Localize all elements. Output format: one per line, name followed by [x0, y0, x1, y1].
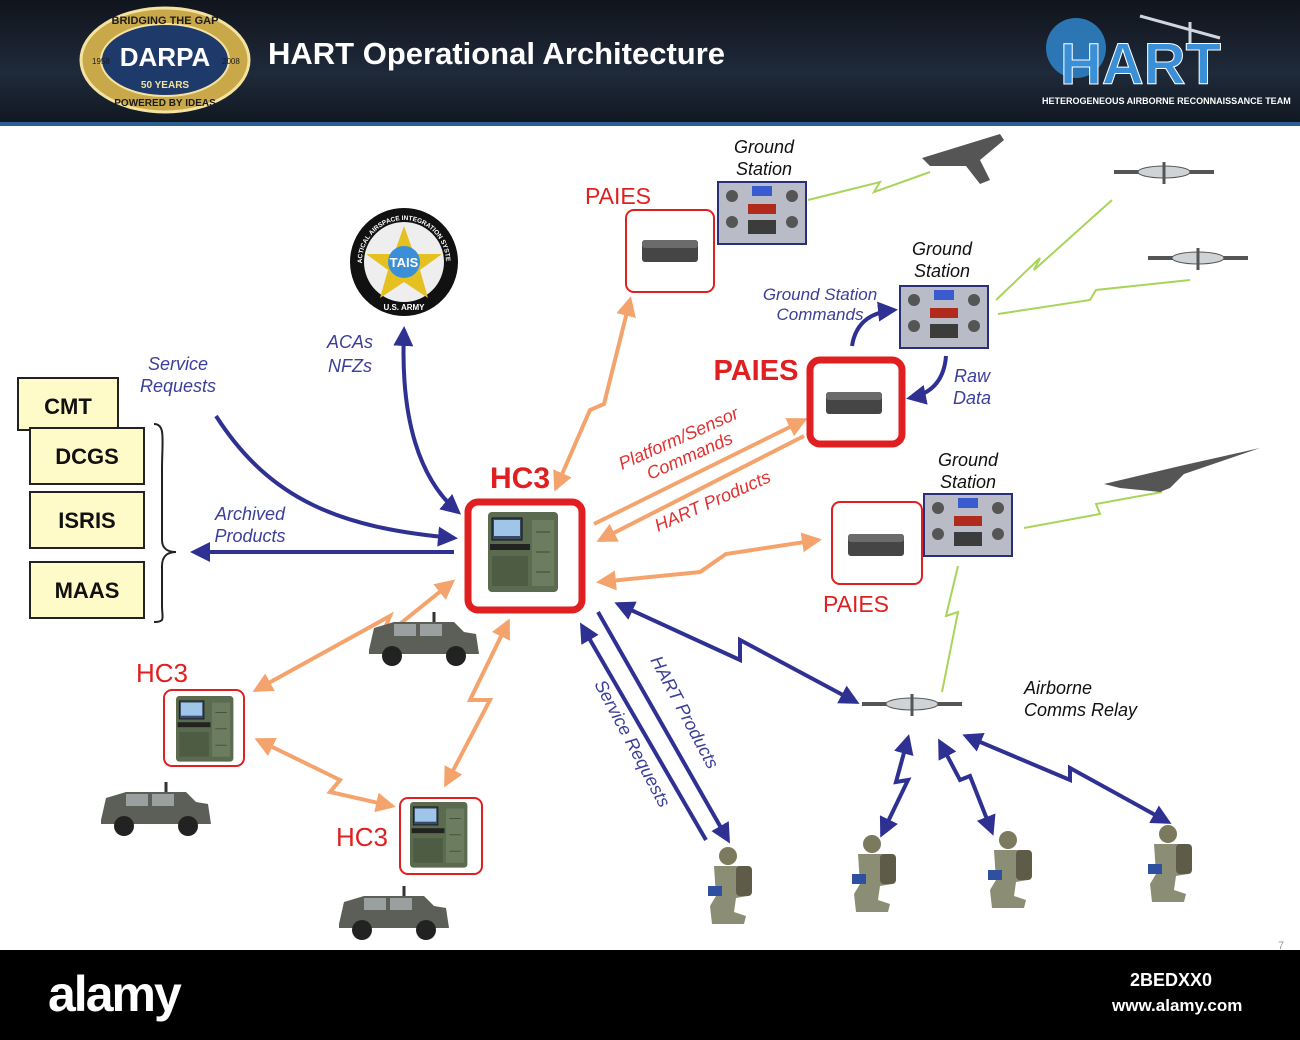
ground-station-icon — [923, 493, 1013, 557]
seal-year-left: 1958 — [92, 57, 110, 66]
blue-arrows — [190, 301, 1172, 844]
hart-products-upper-label: HART Products — [651, 467, 773, 536]
hc3-bottom-label: HC3 — [336, 822, 388, 852]
page-title: HART Operational Architecture — [268, 36, 726, 71]
hc3-left-node: HC3 — [136, 658, 245, 767]
seal-year-right: 2008 — [222, 57, 240, 66]
page-number: 7 — [1278, 940, 1285, 952]
green-datalinks — [807, 171, 1191, 693]
hc3-main-label: HC3 — [490, 462, 550, 495]
gs3-label-line2: Station — [940, 472, 996, 492]
hc3-bottom-node: HC3 — [336, 797, 483, 875]
airborne-relay-label-2: Comms Relay — [1024, 700, 1138, 720]
uav-silhouette-icon — [1139, 14, 1221, 46]
system-label: ISRIS — [58, 508, 115, 533]
gs-commands-label-2: Commands — [777, 305, 864, 324]
archived-products-label-1: Archived — [214, 504, 286, 524]
soldier-icon — [1148, 825, 1192, 902]
seal-years-text: 50 YEARS — [141, 80, 190, 91]
paies-top-label: PAIES — [585, 183, 651, 209]
system-isris: ISRIS — [29, 491, 145, 549]
ground-station-icon — [899, 285, 989, 349]
service-requests-lower-label: Service Requests — [590, 676, 674, 810]
hart-logo-text: HART — [1060, 32, 1221, 97]
paies-main-label: PAIES — [714, 355, 799, 387]
gs3-label-line1: Ground — [938, 450, 999, 470]
seal-bottom-text: POWERED BY IDEAS — [114, 98, 216, 109]
system-bracket — [153, 423, 177, 623]
hart-logo-subtitle: HETEROGENEOUS AIRBORNE RECONNAISSANCE TE… — [1042, 96, 1291, 106]
annotation-labels: Ground Station Ground Station Ground Sta… — [140, 137, 1138, 720]
gs-commands-label-1: Ground Station — [763, 285, 877, 304]
gs1-label-line2: Station — [736, 159, 792, 179]
uav-icon — [1112, 160, 1216, 186]
architecture-diagram: CMT DCGS ISRIS MAAS TAIS TACTICAL AIRSPA… — [0, 126, 1260, 942]
gs2-label-line2: Station — [914, 261, 970, 281]
raw-data-label-2: Data — [953, 388, 991, 408]
tais-ring-bottom: U.S. ARMY — [383, 303, 425, 312]
darpa-seal: BRIDGING THE GAP DARPA 1958 2008 50 YEAR… — [79, 6, 251, 114]
airborne-relay-label-1: Airborne — [1023, 678, 1092, 698]
uav-icon — [1104, 448, 1260, 492]
relay-uav-icon — [860, 692, 964, 718]
ground-station-icon — [717, 181, 807, 245]
service-requests-label-2: Requests — [140, 376, 216, 396]
soldier-icon — [988, 831, 1032, 908]
soldier-icon — [852, 835, 896, 912]
service-requests-label-1: Service — [148, 354, 208, 374]
paies-lower-node: PAIES — [823, 501, 923, 617]
seal-top-text: BRIDGING THE GAP — [112, 15, 219, 27]
alamy-url: www.alamy.com — [1112, 996, 1243, 1015]
humvee-icon — [337, 884, 451, 942]
uav-icon — [1146, 246, 1250, 272]
seal-center-text: DARPA — [120, 42, 211, 72]
system-list: CMT DCGS ISRIS MAAS — [17, 377, 177, 623]
tais-center-text: TAIS — [390, 255, 419, 270]
hc3-main-node: HC3 — [464, 462, 586, 614]
paies-lower-label: PAIES — [823, 591, 889, 617]
watermark-bar — [0, 950, 1300, 1040]
soldier-icon — [708, 847, 752, 924]
tais-seal: TAIS TACTICAL AIRSPACE INTEGRATION SYSTE… — [0, 126, 458, 316]
system-label: DCGS — [55, 444, 119, 469]
acas-label: ACAs — [326, 332, 373, 352]
system-dcgs: DCGS — [29, 427, 145, 485]
gs1-label-line1: Ground — [734, 137, 795, 157]
raw-data-label-1: Raw — [954, 366, 991, 386]
paies-main-node: PAIES — [714, 355, 906, 448]
gs2-label-line1: Ground — [912, 239, 973, 259]
humvee-icon — [99, 780, 213, 838]
hart-logo: HART HETEROGENEOUS AIRBORNE RECONNAISSAN… — [1042, 14, 1291, 106]
alamy-logo: alamy — [48, 966, 182, 1022]
paies-top-node: PAIES — [585, 183, 715, 293]
system-label: CMT — [44, 394, 92, 419]
nfzs-label: NFZs — [328, 356, 372, 376]
system-label: MAAS — [55, 578, 120, 603]
system-cmt: CMT — [17, 377, 119, 431]
hc3-left-label: HC3 — [136, 658, 188, 688]
image-id: 2BEDXX0 — [1130, 970, 1213, 990]
system-maas: MAAS — [29, 561, 145, 619]
archived-products-label-2: Products — [214, 526, 285, 546]
uav-icon — [922, 134, 1004, 184]
